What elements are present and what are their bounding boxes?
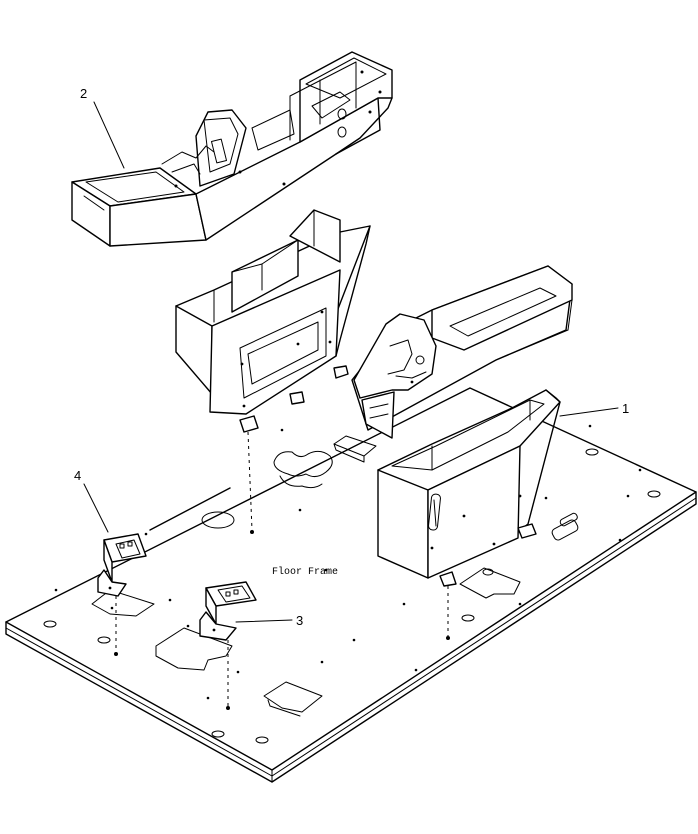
- assembly-lines: [114, 431, 450, 710]
- callout-label-1: 1: [622, 401, 629, 416]
- floor-cutout: [333, 435, 377, 457]
- callout-4: 4: [74, 468, 109, 533]
- callout-label-2: 2: [80, 86, 87, 101]
- bracket-part-4: [97, 533, 147, 597]
- floor-cutout: [263, 681, 323, 713]
- floor-cutout: [273, 450, 333, 478]
- console-part-2: [71, 51, 393, 247]
- callout-3: 3: [235, 613, 303, 628]
- bracket-part-3: [199, 581, 257, 641]
- access-slot: [428, 493, 441, 531]
- middle-console: [351, 265, 573, 439]
- floor-hole: [201, 511, 235, 529]
- callout-label-4: 4: [74, 468, 81, 483]
- console-part-1: [377, 389, 561, 587]
- floor-slot: [551, 519, 579, 541]
- middle-bracket: [175, 209, 371, 433]
- floor-frame-caption: Floor Frame: [272, 566, 338, 578]
- floor-cutout: [459, 567, 521, 599]
- callout-1: 1: [559, 401, 629, 417]
- callout-2: 2: [80, 86, 125, 169]
- callout-label-3: 3: [296, 613, 303, 628]
